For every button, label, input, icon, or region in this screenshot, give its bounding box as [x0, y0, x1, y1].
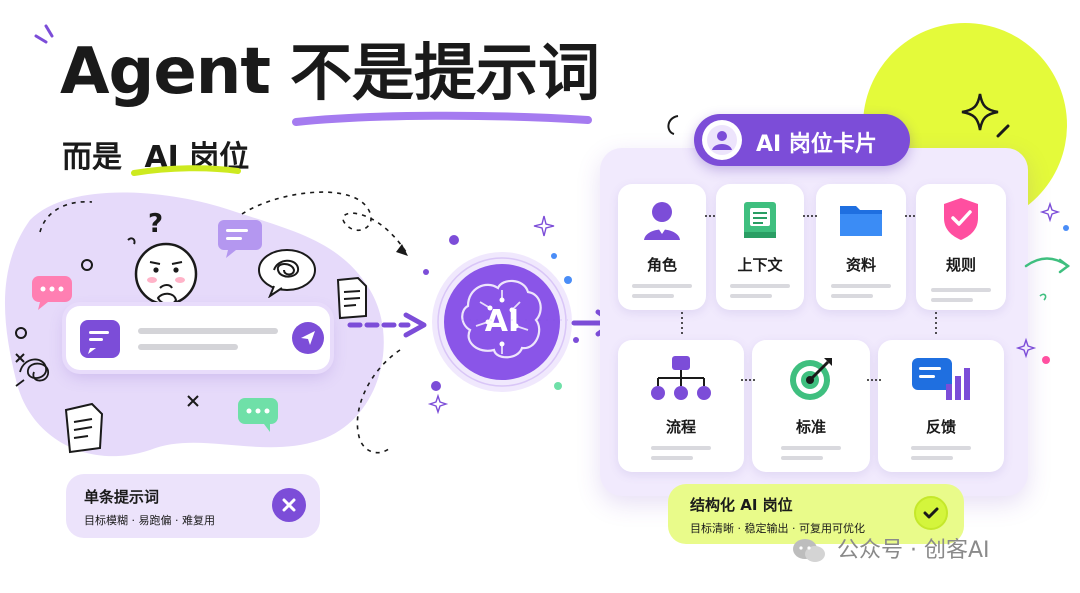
headline-title-cn: 不是提示词 [290, 36, 601, 109]
tile-context[interactable]: 上下文 [716, 184, 804, 310]
headline-title-en: Agent [60, 35, 271, 109]
tile-connector-decor [803, 215, 817, 217]
tile-rules[interactable]: 规则 [916, 184, 1006, 310]
chat-input-box[interactable] [66, 306, 330, 370]
single-prompt-card: 单条提示词 目标模糊 · 易跑偏 · 难复用 [66, 474, 320, 538]
structured-role-card: 结构化 AI 岗位 目标清晰 · 稳定输出 · 可复用可优化 [668, 484, 964, 544]
flowchart-icon [651, 356, 711, 400]
tile-line-2 [730, 294, 772, 298]
tile-line [911, 446, 971, 450]
right-decor-sparkles [1015, 201, 1071, 364]
tile-line [931, 288, 991, 292]
tile-feedback[interactable]: 反馈 [878, 340, 1004, 472]
send-button[interactable] [292, 322, 324, 354]
reject-button[interactable] [272, 488, 306, 522]
input-placeholder-line [138, 328, 278, 334]
watermark: 公众号 · 创客AI [792, 532, 990, 564]
dashed-curve-decor [241, 191, 408, 256]
tile-line [651, 446, 711, 450]
cross-decor [187, 395, 199, 407]
tile-connector-decor [705, 215, 717, 217]
watermark-text: 公众号 · 创客AI [837, 538, 990, 563]
sparkle-dash-decor [996, 124, 1010, 138]
accent-lines-decor [34, 24, 54, 44]
send-icon [301, 331, 315, 345]
brain-label: AI [484, 304, 520, 339]
dashed-arrow-icon [347, 312, 427, 338]
tangled-thought-bubble-icon [258, 249, 316, 298]
dashed-curve-decor-2 [356, 349, 401, 454]
curly-decor [667, 115, 679, 135]
pink-chat-bubble-icon [32, 276, 72, 310]
confused-person-icon: ? [127, 209, 198, 306]
tile-role-label: 角色 [646, 256, 677, 274]
tile-line-2 [931, 298, 973, 302]
structured-role-title: 结构化 AI 岗位 [690, 496, 793, 514]
scribble-decor [15, 358, 49, 387]
document-icon-2 [64, 402, 104, 454]
tile-line [632, 284, 692, 288]
structured-role-desc: 目标清晰 · 稳定输出 · 可复用可优化 [690, 522, 865, 535]
ai-role-card-header: AI 岗位卡片 [694, 114, 910, 166]
wechat-icon [793, 539, 825, 562]
input-placeholder-line-2 [138, 344, 238, 350]
tile-line [730, 284, 790, 288]
subtitle-prefix: 而是 [62, 140, 122, 175]
headline-underline-decor [292, 111, 592, 126]
document-icon [336, 276, 367, 320]
tile-feedback-label: 反馈 [925, 418, 956, 436]
tile-line-2 [911, 456, 953, 460]
ai-brain-icon [432, 252, 572, 392]
tile-connector-decor [935, 312, 937, 336]
person-icon [644, 202, 680, 240]
tile-context-label: 上下文 [737, 256, 783, 274]
tile-connector-decor [741, 379, 755, 381]
tile-line [831, 284, 891, 288]
green-chat-bubble-icon [238, 398, 278, 432]
folder-icon [840, 206, 882, 236]
tile-role[interactable]: 角色 [618, 184, 706, 310]
orbit-dots-decor [423, 215, 579, 415]
tile-process-label: 流程 [665, 418, 696, 436]
tile-line-2 [831, 294, 873, 298]
tile-rules-label: 规则 [945, 256, 976, 274]
feedback-chart-icon [912, 358, 970, 400]
ai-role-card-title: AI 岗位卡片 [756, 132, 877, 157]
tile-standard[interactable]: 标准 [752, 340, 870, 472]
dashed-curve-decor-3 [39, 200, 93, 233]
tile-connector-decor [681, 312, 683, 336]
single-prompt-desc: 目标模糊 · 易跑偏 · 难复用 [84, 514, 215, 527]
check-icon [923, 507, 939, 519]
tile-standard-label: 标准 [795, 418, 826, 436]
tile-connector-decor [867, 379, 881, 381]
tile-materials-label: 资料 [845, 256, 876, 274]
tile-materials[interactable]: 资料 [816, 184, 906, 310]
subtitle-underline-decor [131, 165, 241, 176]
circle-decor [81, 259, 93, 271]
single-prompt-title: 单条提示词 [84, 488, 160, 506]
tile-line [781, 446, 841, 450]
circle-decor-2 [15, 327, 27, 339]
svg-text:?: ? [148, 209, 163, 239]
message-icon [80, 320, 120, 358]
chat-bubble-icon [218, 220, 262, 258]
tile-line-2 [781, 456, 823, 460]
shield-check-icon [944, 198, 978, 240]
tile-line-2 [632, 294, 674, 298]
sparkle-icon [961, 93, 999, 131]
target-icon [790, 358, 832, 400]
tile-line-2 [651, 456, 693, 460]
cross-decor-2 [15, 353, 25, 363]
close-icon [282, 498, 296, 512]
approve-button[interactable] [914, 496, 948, 530]
agent-avatar-icon [702, 120, 742, 160]
tile-connector-decor [905, 215, 917, 217]
tile-process[interactable]: 流程 [618, 340, 744, 472]
book-icon [744, 202, 776, 238]
